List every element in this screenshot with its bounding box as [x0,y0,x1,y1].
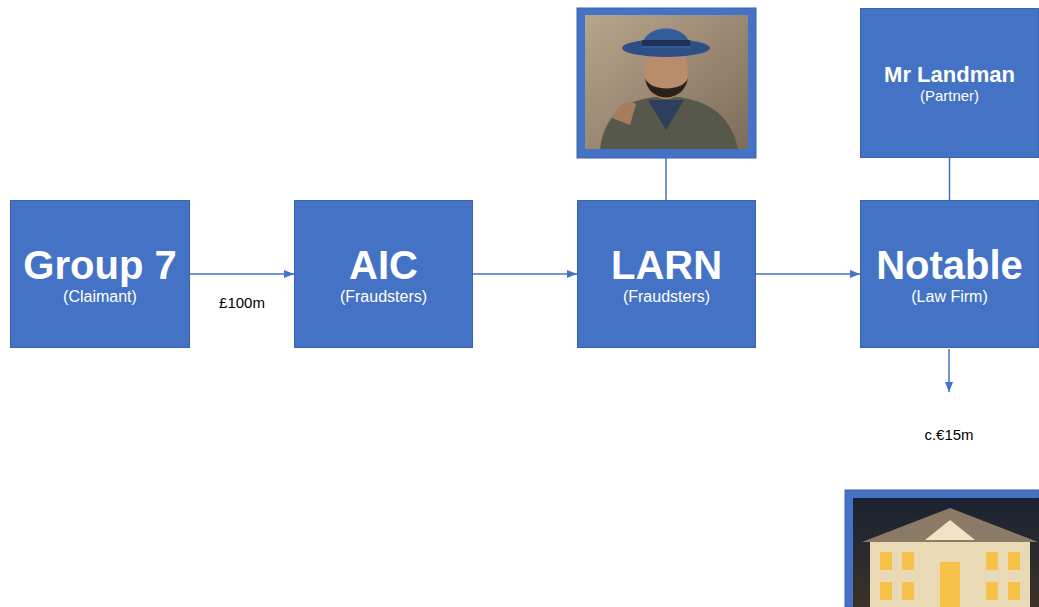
party-box: Notable(Law Firm) [860,200,1039,348]
amount-label: £100m [217,294,267,311]
flow-connector [473,273,577,275]
house-photo [845,490,1039,607]
portrait-photo [577,8,756,158]
party-box: Group 7(Claimant) [10,200,190,348]
amount-label: c.€15m [922,426,975,443]
node-subtitle: (Fraudsters) [623,288,710,306]
node-subtitle: (Partner) [920,87,979,104]
person-box: Mr Landman(Partner) [860,8,1039,158]
flow-connector [949,158,951,200]
node-title: AIC [349,242,418,288]
flow-connector [190,273,294,275]
flow-arrow [948,349,950,392]
node-subtitle: (Claimant) [63,288,137,306]
party-box: LARN(Fraudsters) [577,200,756,348]
node-title: Notable [876,242,1023,288]
node-title: Group 7 [23,242,176,288]
node-subtitle: (Law Firm) [911,288,987,306]
node-title: LARN [611,242,722,288]
party-box: AIC(Fraudsters) [294,200,473,348]
node-subtitle: (Fraudsters) [340,288,427,306]
connector-line [665,158,667,200]
node-title: Mr Landman [884,62,1015,87]
flow-connector [756,273,860,275]
